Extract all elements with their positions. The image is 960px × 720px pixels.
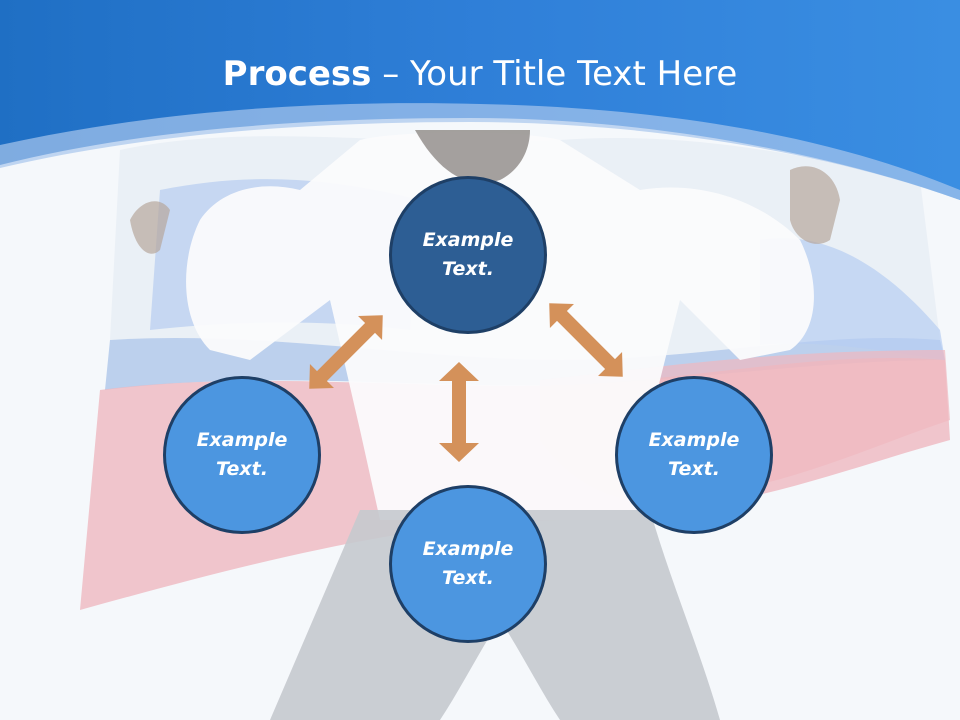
node-top-line1: Example xyxy=(422,229,514,251)
node-left-line2: Text. xyxy=(216,458,268,480)
title-separator: – xyxy=(371,54,411,94)
title-rest: Your Title Text Here xyxy=(410,54,738,94)
double-arrow-left-icon xyxy=(309,315,383,389)
node-bottom[interactable]: Example Text. xyxy=(389,485,547,643)
node-bottom-line2: Text. xyxy=(442,567,494,589)
node-left-line1: Example xyxy=(196,429,288,451)
node-top[interactable]: Example Text. xyxy=(389,176,547,334)
node-right-line2: Text. xyxy=(668,458,720,480)
page-title: Process – Your Title Text Here xyxy=(0,52,960,96)
title-bold: Process xyxy=(222,54,372,94)
node-bottom-line1: Example xyxy=(422,538,514,560)
header-band xyxy=(0,0,960,200)
node-left[interactable]: Example Text. xyxy=(163,376,321,534)
node-right-line1: Example xyxy=(648,429,740,451)
node-right[interactable]: Example Text. xyxy=(615,376,773,534)
double-arrow-right-icon xyxy=(549,303,623,377)
node-top-line2: Text. xyxy=(442,258,494,280)
double-arrow-vertical-icon xyxy=(439,362,479,462)
